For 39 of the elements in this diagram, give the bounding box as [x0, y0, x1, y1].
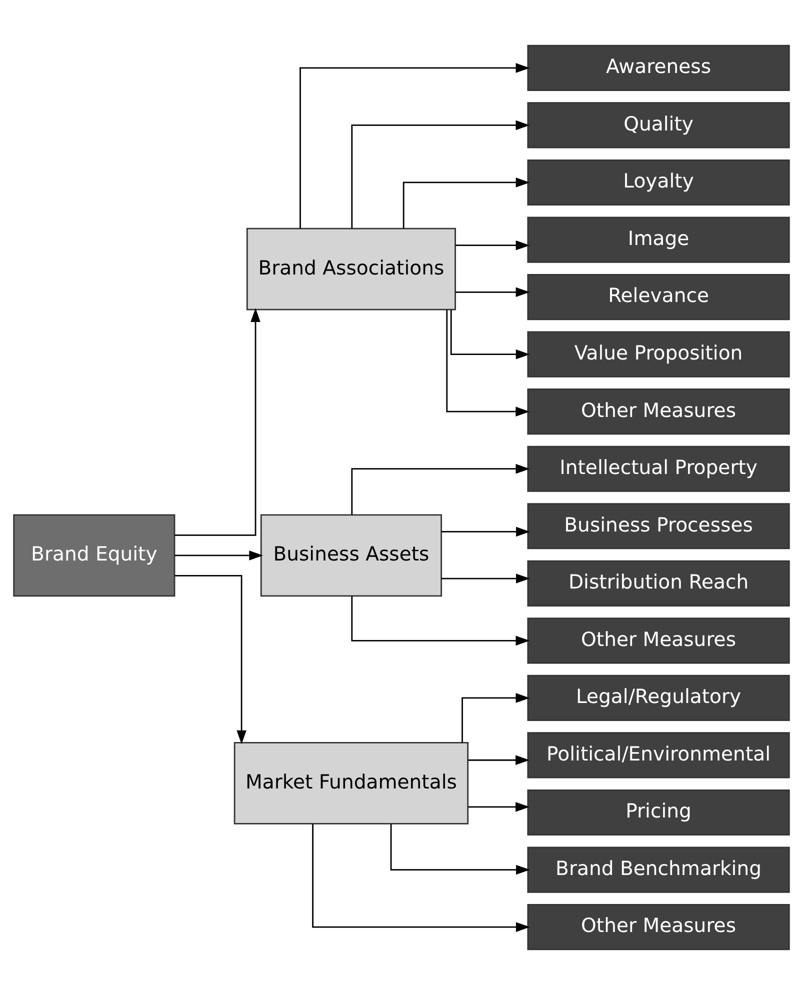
node-box: Brand Associations [246, 227, 456, 310]
node-box: Loyalty [527, 158, 790, 206]
node-box: Quality [527, 102, 790, 148]
node-box: Other Measures [527, 617, 790, 664]
arrow [456, 240, 530, 250]
node-box: Market Fundamentals [234, 741, 469, 824]
arrow [351, 596, 530, 646]
node-box: Political/Environmental [527, 732, 790, 778]
node-box: Business Processes [527, 502, 790, 549]
arrow [351, 120, 530, 228]
arrow [450, 309, 530, 359]
arrow [174, 307, 260, 536]
node-box: Brand Equity [13, 514, 176, 596]
node-box: Image [527, 216, 790, 262]
node-box: Business Assets [260, 514, 442, 596]
arrow [402, 177, 530, 228]
arrow [462, 692, 530, 742]
arrow [446, 309, 530, 416]
arrow [468, 754, 530, 765]
arrow [390, 823, 530, 874]
arrow [174, 574, 246, 744]
node-box: Intellectual Property [527, 445, 790, 492]
node-box: Value Proposition [527, 330, 790, 377]
arrow [441, 526, 530, 536]
node-box: Pricing [527, 788, 790, 836]
arrow [351, 463, 530, 514]
arrow [312, 824, 530, 932]
node-box: Legal/Regulatory [527, 674, 790, 721]
arrow [300, 62, 530, 228]
node-box: Other Measures [527, 388, 790, 434]
arrow [456, 286, 530, 297]
node-box: Brand Benchmarking [527, 846, 790, 892]
node-box: Relevance [527, 273, 790, 320]
node-box: Other Measures [527, 904, 790, 950]
arrow [468, 802, 530, 812]
arrow [441, 573, 530, 583]
node-box: Distribution Reach [527, 560, 790, 606]
node-box: Awareness [527, 44, 790, 90]
arrow [174, 550, 264, 560]
